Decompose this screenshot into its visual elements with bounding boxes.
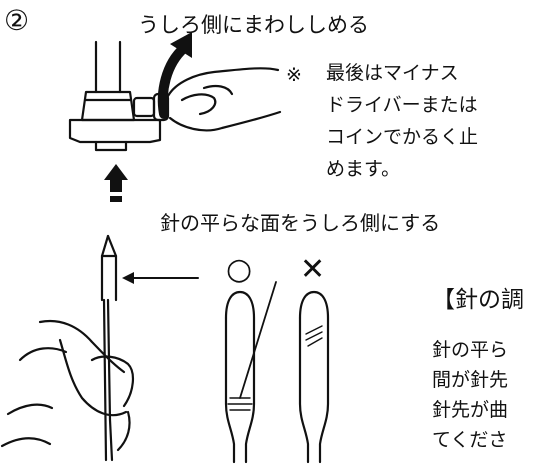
wrong-symbol: ✕ [300, 252, 326, 287]
correct-symbol: ○ [226, 252, 253, 287]
up-arrow-icon [104, 164, 128, 202]
rotation-arrow [157, 43, 189, 119]
section-body-line: 間が針先 [432, 369, 509, 391]
wrong-needle-illustration [298, 290, 330, 464]
note-line: めます。 [326, 158, 401, 180]
note-line: 最後はマイナス [326, 62, 459, 84]
step-number: ② [4, 4, 30, 37]
note-mark: ※ [286, 64, 302, 86]
correct-needle-illustration [224, 281, 277, 464]
rotation-arrow-head [170, 32, 192, 58]
hand-holding-needle-illustration [0, 234, 134, 462]
section-body-line: てくださ [432, 429, 508, 451]
section-body-line: 針先が曲 [432, 399, 509, 421]
needle-clamp-illustration [68, 40, 282, 152]
needle-caption: 針の平らな面をうしろ側にする [160, 211, 441, 235]
section-body-line: 針の平ら [432, 339, 509, 361]
note-line: コインでかるく止 [326, 126, 479, 148]
note-line: ドライバーまたは [326, 94, 478, 116]
step-title: うしろ側にまわししめる [138, 13, 369, 37]
section-heading: 【針の調 [432, 287, 524, 313]
